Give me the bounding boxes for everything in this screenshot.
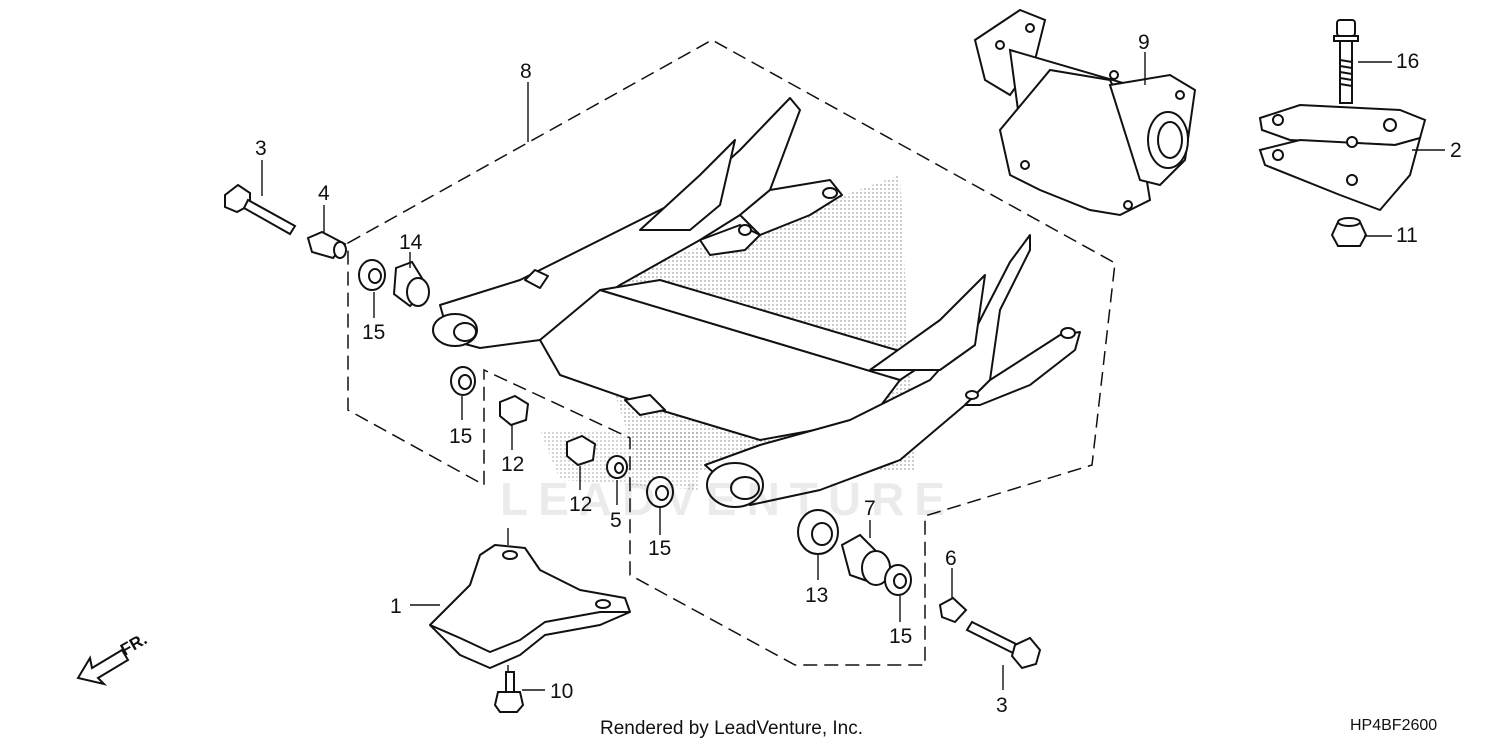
callout-15-right: 15 <box>889 625 913 648</box>
skid-guard <box>429 544 631 669</box>
callout-6: 6 <box>945 547 957 570</box>
watermark: LEADVENTURE <box>500 473 956 525</box>
callout-12-a: 12 <box>501 453 525 476</box>
callout-3-lower: 3 <box>996 694 1008 717</box>
callout-12-b: 12 <box>569 493 593 516</box>
callout-14: 14 <box>399 231 423 254</box>
callout-2: 2 <box>1450 139 1462 162</box>
leader-lines <box>261 52 1445 691</box>
callout-16: 16 <box>1396 50 1420 73</box>
bearing-15-right <box>884 564 912 596</box>
diagram-code: HP4BF2600 <box>1350 717 1438 734</box>
callout-3-upper: 3 <box>255 137 267 160</box>
callout-9: 9 <box>1138 31 1150 54</box>
nut-12-a <box>499 394 530 427</box>
nut-12-b <box>566 434 597 467</box>
bolt-3-lower <box>965 620 1042 670</box>
swingarm <box>432 97 1081 508</box>
credit-text: Rendered by LeadVenture, Inc. <box>600 718 864 739</box>
callout-15-upper: 15 <box>362 321 386 344</box>
bearing-13 <box>797 509 839 555</box>
bearing-15-left <box>450 366 476 396</box>
callout-15-left: 15 <box>449 425 473 448</box>
bearing-15-upper <box>358 259 386 291</box>
callout-10: 10 <box>550 680 574 703</box>
collar-6 <box>938 596 968 624</box>
front-direction-arrow <box>76 648 130 686</box>
callout-13: 13 <box>805 584 829 607</box>
callout-1: 1 <box>390 595 402 618</box>
washer-5 <box>606 455 628 479</box>
bolt-3-upper <box>224 183 297 236</box>
bolt-10 <box>493 671 525 713</box>
assembly-outline-8 <box>347 39 1116 666</box>
callout-8: 8 <box>520 60 532 83</box>
nut-11 <box>1330 217 1368 247</box>
collar-4 <box>306 230 347 260</box>
callout-11: 11 <box>1396 224 1418 247</box>
bushing-14 <box>392 260 430 308</box>
plate <box>1258 103 1427 212</box>
callout-7: 7 <box>864 497 876 520</box>
callout-5: 5 <box>610 509 622 532</box>
callout-4: 4 <box>318 182 330 205</box>
bearing-15-center <box>646 476 674 508</box>
callout-15-center: 15 <box>648 537 672 560</box>
bolt-16 <box>1333 19 1359 104</box>
bearing-holder <box>973 8 1197 217</box>
bushing-7 <box>840 533 891 586</box>
